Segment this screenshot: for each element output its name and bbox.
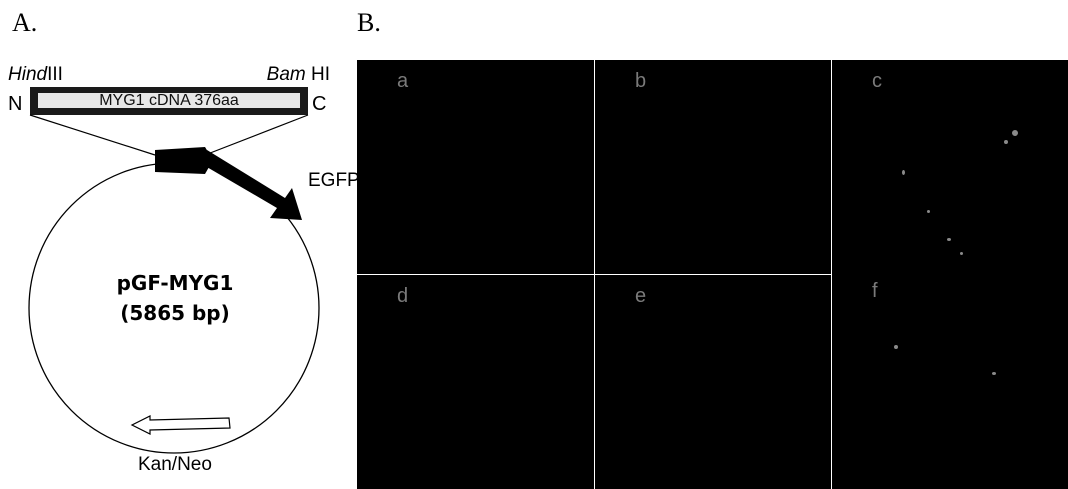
egfp-label: EGFP [308, 170, 357, 191]
c-terminus-label: C [312, 93, 326, 115]
micrograph-c-f-column: c f [832, 60, 1068, 489]
plasmid-name: pGF-MYG1 [117, 271, 234, 295]
micrograph-a: a [357, 60, 594, 274]
fluorescence-speck [927, 210, 930, 213]
panel-b-label: B. [357, 8, 381, 37]
insert-bar-inner [38, 93, 300, 108]
fluorescence-speck [992, 372, 996, 375]
fluorescence-speck [947, 238, 951, 241]
fluorescence-speck [902, 170, 905, 175]
plasmid-size: (5865 bp) [120, 301, 230, 325]
tile-label-c: c [872, 70, 882, 92]
tile-label-f: f [872, 280, 878, 302]
micrograph-b: b [595, 60, 831, 274]
fluorescence-speck [960, 252, 963, 255]
n-terminus-label: N [8, 93, 22, 115]
micrograph-e: e [595, 275, 831, 489]
fluorescence-speck [1012, 130, 1018, 136]
expansion-line-left [29, 114, 156, 156]
bam-hi-site: Bam HI [267, 64, 330, 85]
insert-label: MYG1 cDNA 376aa [99, 92, 239, 109]
myg1-insert-arrow [155, 147, 213, 174]
panel-a-label: A. [12, 8, 38, 37]
micrograph-d: d [357, 275, 594, 489]
plasmid-map: HindIII Bam HI N C MYG1 cDNA 376aa EGFP … [8, 64, 357, 475]
kan-neo-arrow [130, 415, 231, 435]
hind-iii-site: HindIII [8, 64, 63, 85]
kan-neo-label: Kan/Neo [138, 454, 212, 475]
egfp-arrow [200, 150, 302, 220]
tile-label-e: e [635, 285, 647, 307]
fluorescence-speck [1004, 140, 1008, 144]
tile-label-a: a [397, 70, 409, 92]
fluorescence-speck [894, 345, 898, 349]
expansion-line-right [204, 114, 309, 156]
tile-label-d: d [397, 285, 409, 307]
micrograph-grid: a b c f d e [357, 60, 1068, 489]
tile-label-b: b [635, 70, 647, 92]
